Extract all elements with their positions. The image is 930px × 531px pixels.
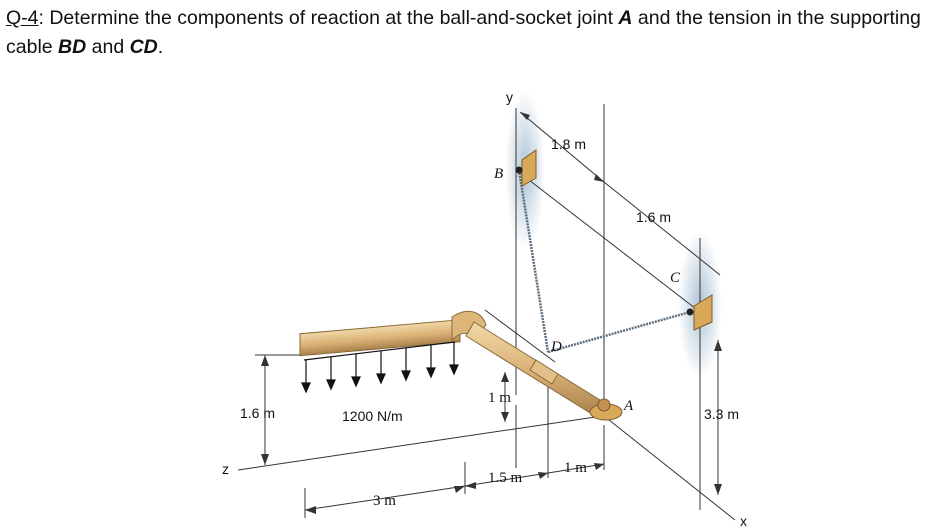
question-part-4: . [157, 36, 164, 58]
cable-cd [547, 310, 691, 354]
dim-1-8-line [519, 111, 605, 183]
arrowhead [261, 355, 269, 366]
point-a-label: A [623, 398, 634, 414]
question-part-2: and the tension in the supporting cable [6, 7, 921, 58]
arrowhead [501, 412, 509, 422]
ground-line-x [603, 415, 736, 521]
load-arrow [426, 345, 436, 379]
bracket-b [521, 149, 537, 187]
load-arrow [326, 357, 336, 391]
pipe-collar-d [529, 359, 559, 385]
bracket-c [693, 294, 713, 331]
load-arrow [376, 351, 386, 385]
point-d-label: D [550, 339, 562, 355]
dim-3-3-label: 3.3 m [704, 406, 739, 422]
dim-bottom-right-line [547, 463, 605, 474]
question-number: Q-4 [6, 7, 39, 29]
point-c-label: C [670, 270, 681, 286]
arrowhead [261, 454, 269, 465]
dim-bottom-mid-line [464, 472, 549, 487]
axis-x-label: x [740, 513, 747, 529]
cable-cd-ref: CD [129, 36, 158, 58]
question-part-1: : Determine the components of reaction a… [38, 7, 619, 29]
arrowhead [305, 506, 316, 514]
wall-slant-line [515, 169, 701, 313]
load-arrow [351, 354, 361, 388]
arrowhead [714, 484, 722, 495]
load-arrow [301, 360, 311, 394]
dim-1-6-left-label: 1.6 m [240, 405, 275, 421]
dim-3m-label: 3 m [373, 493, 396, 509]
cable-bd-ref: BD [58, 36, 87, 58]
axis-z-label: z [222, 461, 229, 477]
axis-y-label: y [506, 89, 513, 105]
question-text: Q-4: Determine the components of reactio… [6, 4, 926, 62]
dim-1-6-wall-line [603, 181, 721, 276]
load-top-line [303, 341, 456, 361]
point-c-dot [686, 308, 694, 316]
ground-line-z [237, 415, 603, 471]
point-b-dot [515, 166, 523, 174]
arrowhead [594, 174, 604, 182]
load-label: 1200 N/m [342, 408, 403, 424]
question-part-3: and [86, 36, 130, 58]
load-arrow [401, 348, 411, 382]
arrowhead [501, 372, 509, 382]
ball-a [597, 398, 611, 412]
dim-1m-bottom-label: 1 m [564, 460, 587, 476]
point-a-ref: A [618, 7, 633, 29]
arrowhead [714, 340, 722, 351]
arrowhead [538, 472, 548, 479]
dim-bottom-left-line [304, 485, 466, 511]
guide-d-line [484, 309, 556, 363]
dim-1-6-wall-label: 1.6 m [636, 209, 671, 225]
arrowhead [594, 463, 604, 470]
dim-1-5m-label: 1.5 m [488, 470, 523, 486]
arrowhead [454, 486, 465, 493]
dim-1m-label: 1 m [488, 390, 511, 406]
arrowhead [465, 482, 476, 489]
point-b-label: B [494, 166, 503, 182]
arrowhead [520, 112, 530, 120]
cable-bd [517, 169, 550, 353]
dim-1-8-label: 1.8 m [551, 136, 586, 152]
load-arrow [449, 342, 459, 376]
